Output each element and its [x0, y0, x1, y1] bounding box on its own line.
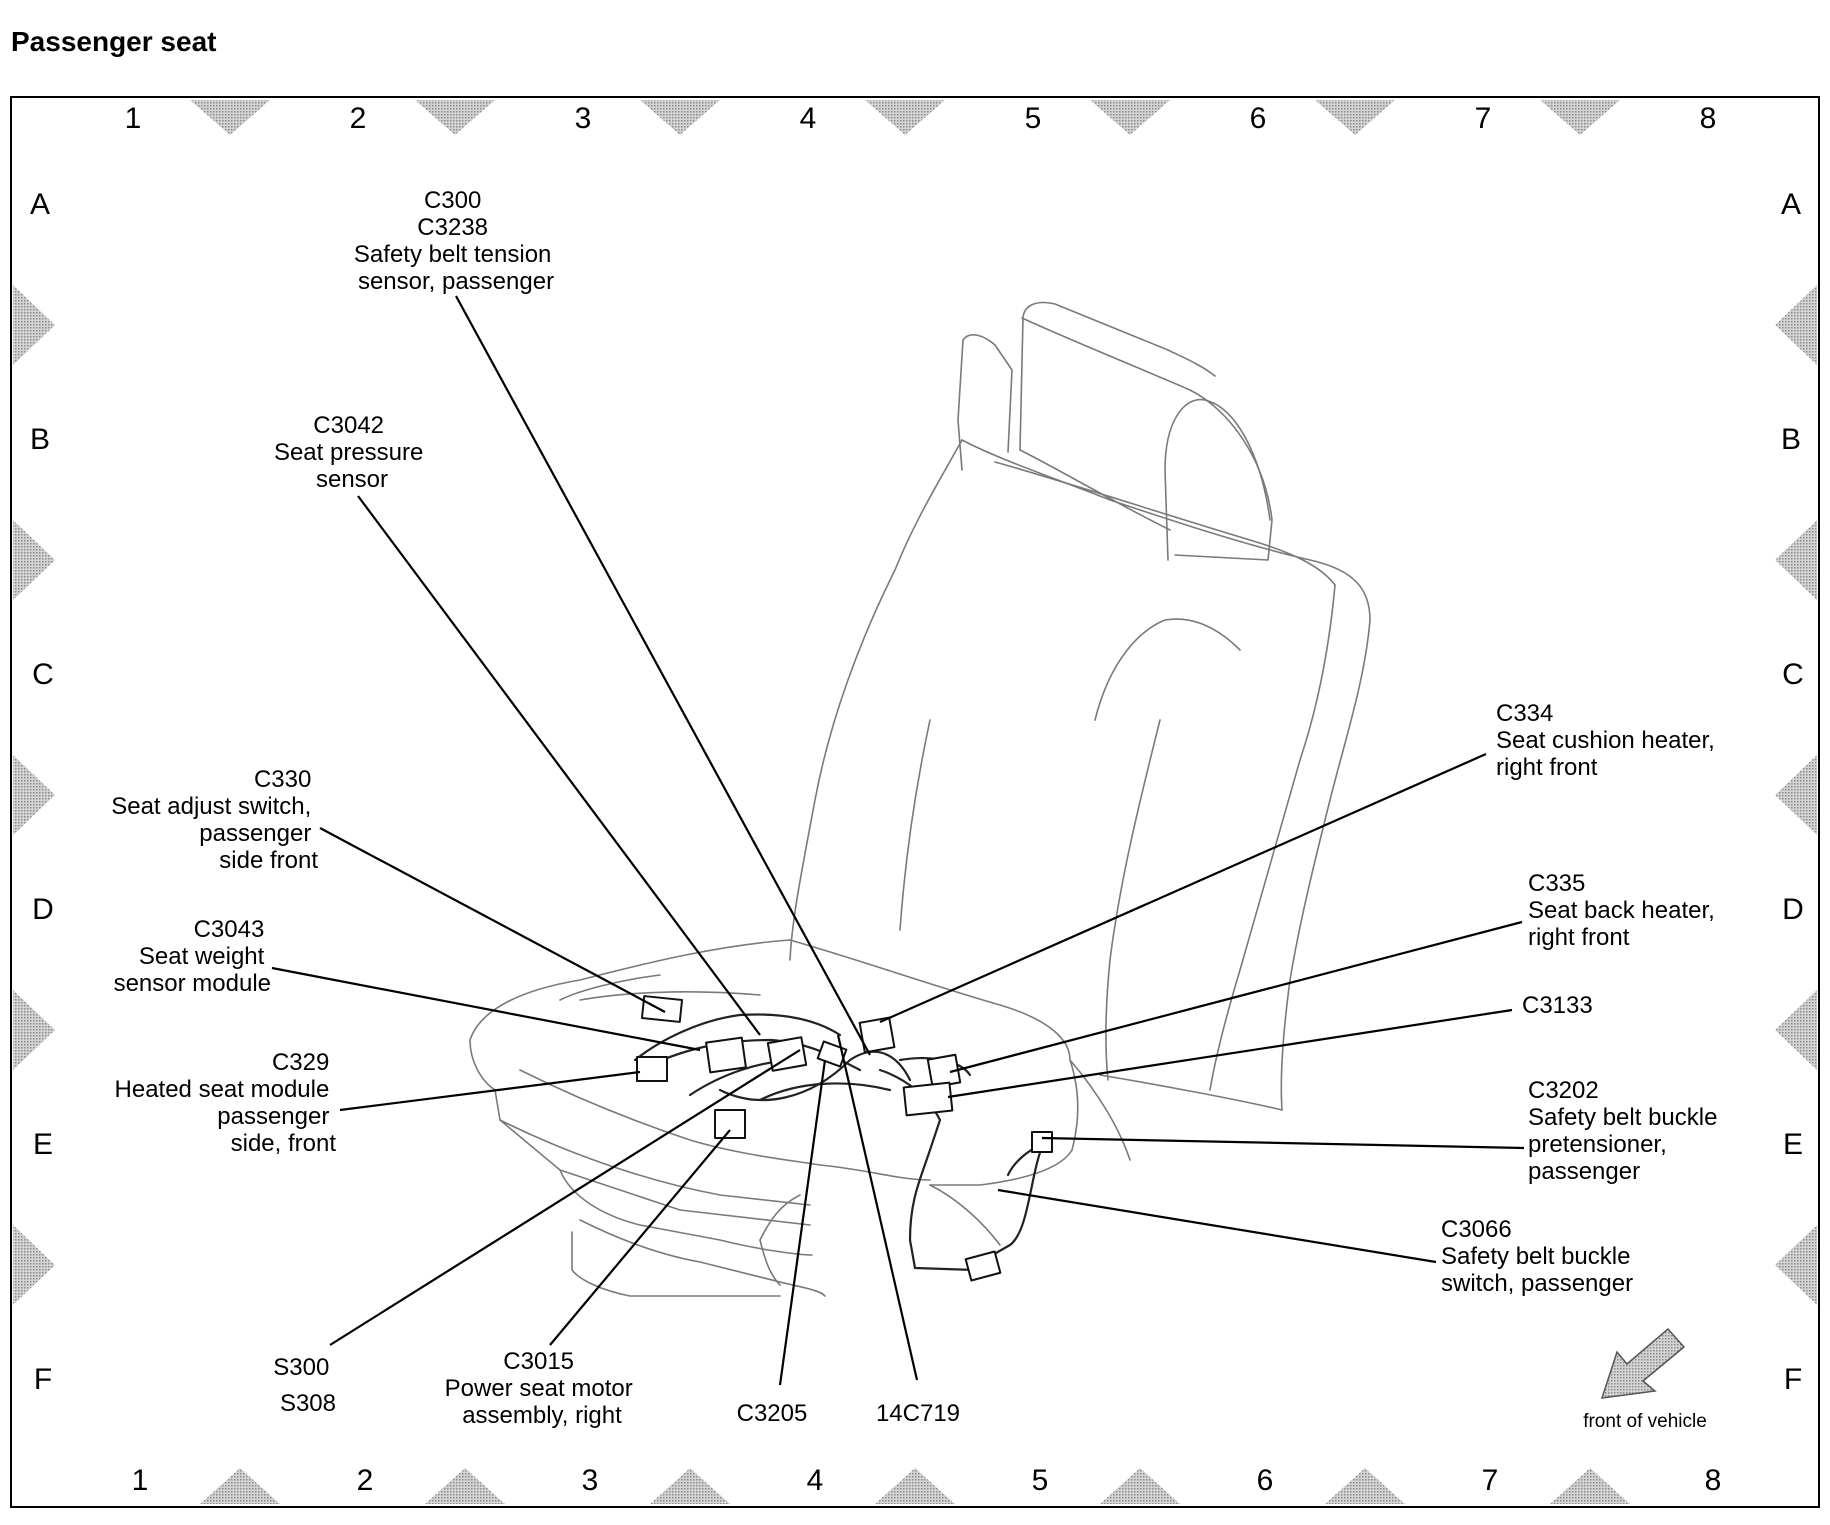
row-label-left-B: B: [30, 423, 50, 456]
leader-c334: [879, 752, 1487, 1024]
col-label-top-4: 4: [800, 102, 817, 135]
callout-c335: C335 Seat back heater, right front: [1528, 870, 1721, 951]
row-label-left-E: E: [33, 1128, 53, 1161]
leader-c3043: [271, 966, 701, 1052]
front-of-vehicle-label: front of vehicle: [1583, 1411, 1707, 1432]
leader-c329: [339, 1070, 641, 1112]
callout-c329: C329 Heated seat module passenger side, …: [115, 1049, 337, 1157]
col-label-top-1: 1: [125, 102, 142, 135]
col-label-top-8: 8: [1700, 102, 1717, 135]
col-label-top-7: 7: [1475, 102, 1492, 135]
col-label-bottom-7: 7: [1482, 1464, 1499, 1497]
page-title: Passenger seat: [11, 26, 217, 57]
row-label-right-D: D: [1782, 893, 1804, 926]
seat-illustration: [469, 301, 1371, 1297]
leader-c3042: [357, 495, 761, 1036]
row-label-right-A: A: [1781, 188, 1801, 221]
leader-c3066: [997, 1188, 1437, 1264]
row-label-left-F: F: [34, 1363, 52, 1396]
col-label-top-6: 6: [1250, 102, 1267, 135]
callout-14c719: 14C719: [876, 1400, 960, 1427]
leader-c3205: [778, 1059, 827, 1386]
leader-c3133: [947, 1008, 1513, 1099]
callout-c330: C330 Seat adjust switch, passenger side …: [111, 766, 318, 874]
leader-s300: [329, 1049, 801, 1346]
leader-c330: [319, 827, 666, 1013]
leader-c3015: [549, 1129, 731, 1346]
row-label-right-B: B: [1781, 423, 1801, 456]
callout-labels: C300 C3238 Safety belt tension sensor, p…: [111, 187, 1724, 1429]
callout-s300: S300 S308: [273, 1354, 336, 1417]
leader-c3202: [1041, 1136, 1525, 1150]
leader-c335: [949, 920, 1523, 1074]
callout-c334: C334 Seat cushion heater, right front: [1496, 700, 1722, 781]
row-label-right-F: F: [1784, 1363, 1802, 1396]
row-label-left-A: A: [30, 188, 50, 221]
row-label-left-C: C: [32, 658, 54, 691]
front-of-vehicle-indicator: front of vehicle: [1583, 1327, 1707, 1432]
col-label-bottom-3: 3: [582, 1464, 599, 1497]
col-label-top-3: 3: [575, 102, 592, 135]
col-label-top-5: 5: [1025, 102, 1042, 135]
callout-c3133: C3133: [1522, 992, 1593, 1019]
leader-c300: [455, 295, 871, 1056]
row-label-right-C: C: [1782, 658, 1804, 691]
col-label-bottom-1: 1: [132, 1464, 149, 1497]
row-label-right-E: E: [1783, 1128, 1803, 1161]
col-label-bottom-8: 8: [1705, 1464, 1722, 1497]
grid-markers: [13, 100, 1817, 1504]
callout-c300: C300 C3238 Safety belt tension sensor, p…: [354, 187, 558, 295]
grid-labels: 1 2 3 4 5 6 7 8 1 2 3 4 5 6 7 8 A B C D …: [30, 102, 1804, 1497]
callout-c3066: C3066 Safety belt buckle switch, passeng…: [1441, 1216, 1637, 1297]
callout-c3042: C3042 Seat pressure sensor: [274, 412, 430, 493]
callout-c3043: C3043 Seat weight sensor module: [114, 916, 271, 997]
callout-c3202: C3202 Safety belt buckle pretensioner, p…: [1528, 1077, 1724, 1185]
callout-c3205: C3205: [737, 1400, 808, 1427]
col-label-bottom-2: 2: [357, 1464, 374, 1497]
diagram-frame: [10, 96, 1820, 1508]
arrow-icon: [1600, 1327, 1686, 1399]
callout-c3015: C3015 Power seat motor assembly, right: [445, 1348, 640, 1429]
leader-14c719: [836, 1034, 919, 1381]
col-label-bottom-5: 5: [1032, 1464, 1049, 1497]
row-label-left-D: D: [32, 893, 54, 926]
col-label-bottom-6: 6: [1257, 1464, 1274, 1497]
col-label-top-2: 2: [350, 102, 367, 135]
col-label-bottom-4: 4: [807, 1464, 824, 1497]
leader-lines: [271, 295, 1525, 1386]
